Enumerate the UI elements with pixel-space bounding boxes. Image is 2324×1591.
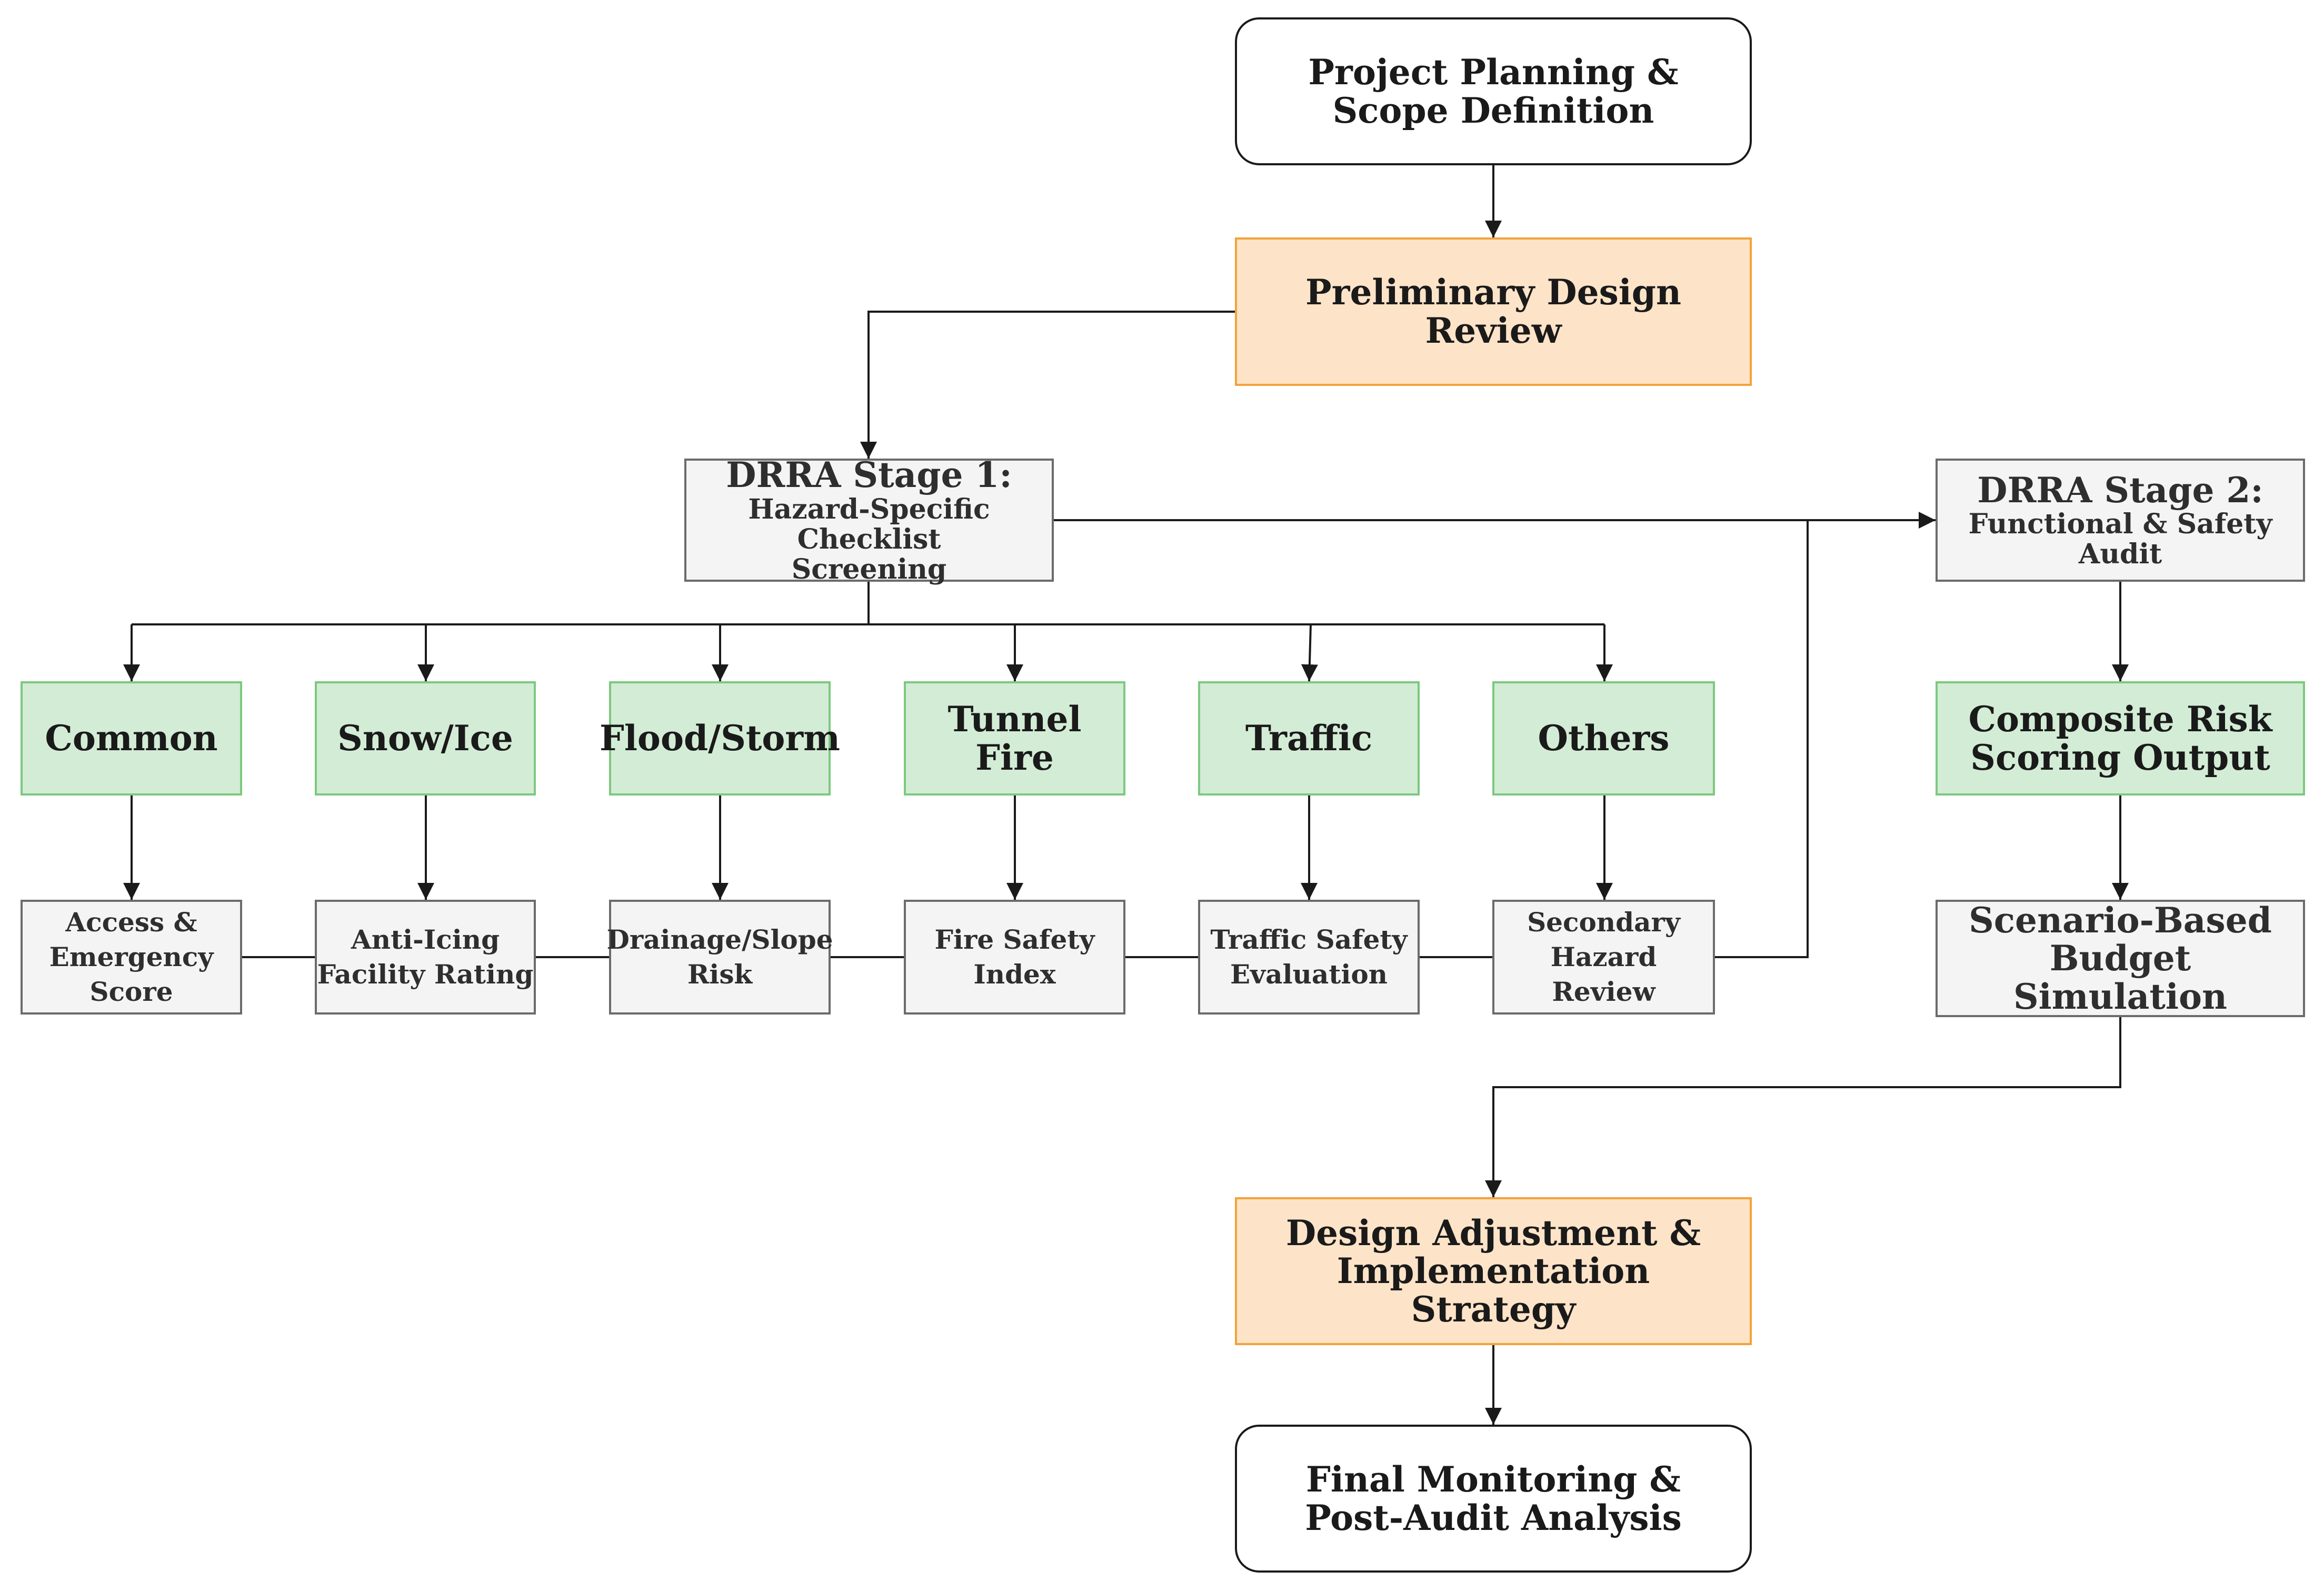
node-category-common: Common	[21, 681, 242, 796]
result-anti-icing-line1: Anti-Icing	[351, 924, 500, 955]
result-drainage-line2: Risk	[687, 959, 753, 990]
category-common-label: Common	[45, 718, 218, 759]
node-result-anti-icing: Anti-Icing Facility Rating	[315, 900, 536, 1015]
edge-secondary-to-stage2	[1715, 520, 1809, 958]
node-result-fire-safety: Fire Safety Index	[904, 900, 1125, 1015]
node-result-traffic-safety: Traffic Safety Evaluation	[1198, 900, 1420, 1015]
result-traffic-line1: Traffic Safety	[1210, 924, 1408, 955]
node-result-secondary-hazard: Secondary Hazard Review	[1492, 900, 1715, 1015]
edge-preliminary-to-stage1	[860, 311, 1235, 459]
node-preliminary-review-label: Preliminary Design Review	[1305, 272, 1681, 351]
result-access-line1: Access &	[65, 907, 197, 938]
stage1-subtitle-line2: Screening	[791, 553, 947, 585]
result-secondary-line2: Hazard Review	[1550, 941, 1657, 1007]
node-preliminary-review: Preliminary Design Review	[1235, 237, 1752, 386]
node-drra-stage2: DRRA Stage 2: Functional & Safety Audit	[1936, 459, 2305, 582]
node-final-monitoring: Final Monitoring & Post-Audit Analysis	[1235, 1425, 1752, 1573]
category-others-label: Others	[1538, 718, 1670, 759]
node-design-adjustment: Design Adjustment & Implementation Strat…	[1235, 1197, 1752, 1345]
edge-budget-to-design	[1485, 1017, 2121, 1197]
result-access-line2: Emergency	[49, 941, 214, 972]
stage2-subtitle: Functional & Safety Audit	[1968, 508, 2272, 571]
node-category-tunnel-fire: Tunnel Fire	[904, 681, 1125, 796]
budget-simulation-label: Scenario-Based Budget Simulation	[1969, 899, 2272, 1017]
node-category-others: Others	[1492, 681, 1715, 796]
node-project-planning-label: Project Planning & Scope Definition	[1308, 51, 1679, 131]
stage1-title: DRRA Stage 1:	[726, 454, 1012, 495]
stage1-subtitle-line1: Hazard-Specific Checklist	[748, 493, 990, 555]
result-secondary-line1: Secondary	[1527, 907, 1680, 938]
stage2-title: DRRA Stage 2:	[1977, 469, 2263, 511]
category-flood-storm-label: Flood/Storm	[600, 718, 841, 759]
node-result-access-emergency: Access & Emergency Score	[21, 900, 242, 1015]
design-adjustment-label: Design Adjustment & Implementation Strat…	[1285, 1212, 1701, 1330]
final-monitoring-label: Final Monitoring & Post-Audit Analysis	[1305, 1458, 1682, 1538]
node-composite-risk: Composite Risk Scoring Output	[1936, 681, 2305, 796]
result-anti-icing-line2: Facility Rating	[317, 959, 534, 990]
result-access-line3: Score	[89, 976, 173, 1007]
node-project-planning: Project Planning & Scope Definition	[1235, 17, 1752, 165]
result-fire-line2: Index	[973, 959, 1056, 990]
node-budget-simulation: Scenario-Based Budget Simulation	[1936, 900, 2305, 1017]
category-tunnel-fire-label: Tunnel Fire	[947, 698, 1082, 778]
node-drra-stage1: DRRA Stage 1: Hazard-Specific Checklist …	[684, 454, 1054, 585]
node-result-drainage-slope: Drainage/Slope Risk	[606, 900, 833, 1015]
composite-risk-label: Composite Risk Scoring Output	[1968, 698, 2272, 778]
category-snow-ice-label: Snow/Ice	[337, 718, 513, 759]
node-category-traffic: Traffic	[1198, 681, 1420, 796]
node-category-snow-ice: Snow/Ice	[315, 681, 536, 796]
edge-to-traffic	[1301, 624, 1318, 682]
result-traffic-line2: Evaluation	[1230, 959, 1388, 990]
node-category-flood-storm: Flood/Storm	[600, 681, 840, 796]
category-traffic-label: Traffic	[1245, 718, 1373, 759]
result-drainage-line1: Drainage/Slope	[606, 924, 833, 955]
result-fire-line1: Fire Safety	[934, 924, 1095, 955]
